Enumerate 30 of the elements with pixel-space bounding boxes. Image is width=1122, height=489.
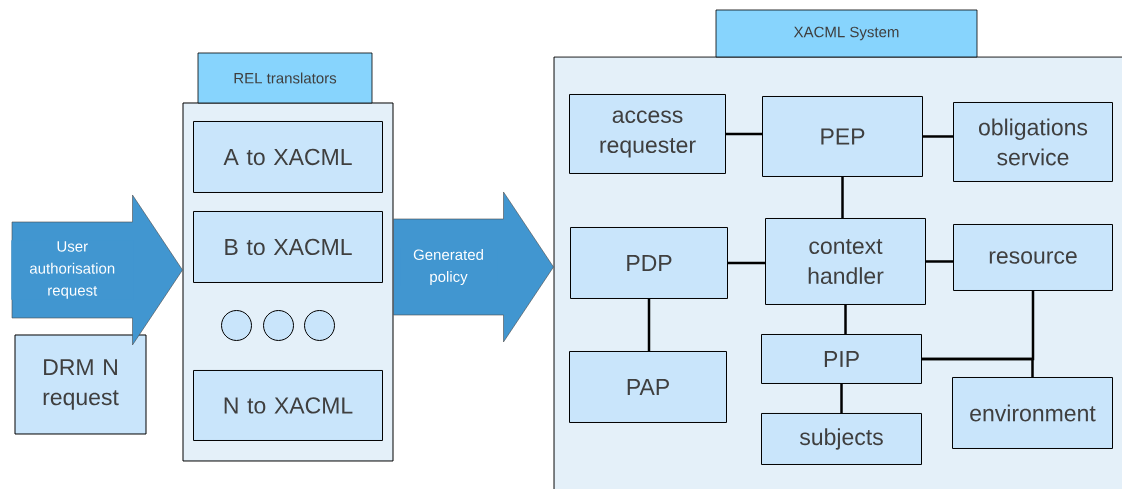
process-box: subjects xyxy=(761,413,922,465)
edge-label: User authorisation request xyxy=(29,241,115,299)
edge-label: Generated policy xyxy=(413,249,483,285)
process-box: B to XACML xyxy=(193,211,383,283)
connector-line xyxy=(840,384,843,413)
node-label: XACML System xyxy=(793,26,899,41)
process-box: access requester xyxy=(569,94,726,174)
ellipsis-dot xyxy=(263,310,294,341)
process-box: context handler xyxy=(765,218,926,305)
process-box: PIP xyxy=(761,334,922,384)
connector-line xyxy=(844,305,847,334)
ellipsis-dot xyxy=(221,310,252,341)
ellipsis-dot xyxy=(304,310,335,341)
connector-line xyxy=(728,261,765,265)
connector-line xyxy=(922,357,1034,377)
process-box: A to XACML xyxy=(193,121,383,193)
connector-line xyxy=(923,135,953,138)
connector-line xyxy=(926,260,953,263)
process-box: PEP xyxy=(762,96,923,177)
process-box: N to XACML xyxy=(193,370,383,441)
process-box: environment xyxy=(952,377,1113,449)
connector-line xyxy=(726,132,762,136)
process-box: DRM N request xyxy=(14,334,147,435)
node-label: REL translators xyxy=(234,72,337,84)
process-box: PAP xyxy=(569,351,727,423)
process-box: resource xyxy=(953,224,1113,291)
process-box: obligations service xyxy=(953,102,1113,182)
connector-line xyxy=(647,299,651,351)
process-box: PDP xyxy=(570,227,728,299)
connector-line xyxy=(841,177,844,218)
